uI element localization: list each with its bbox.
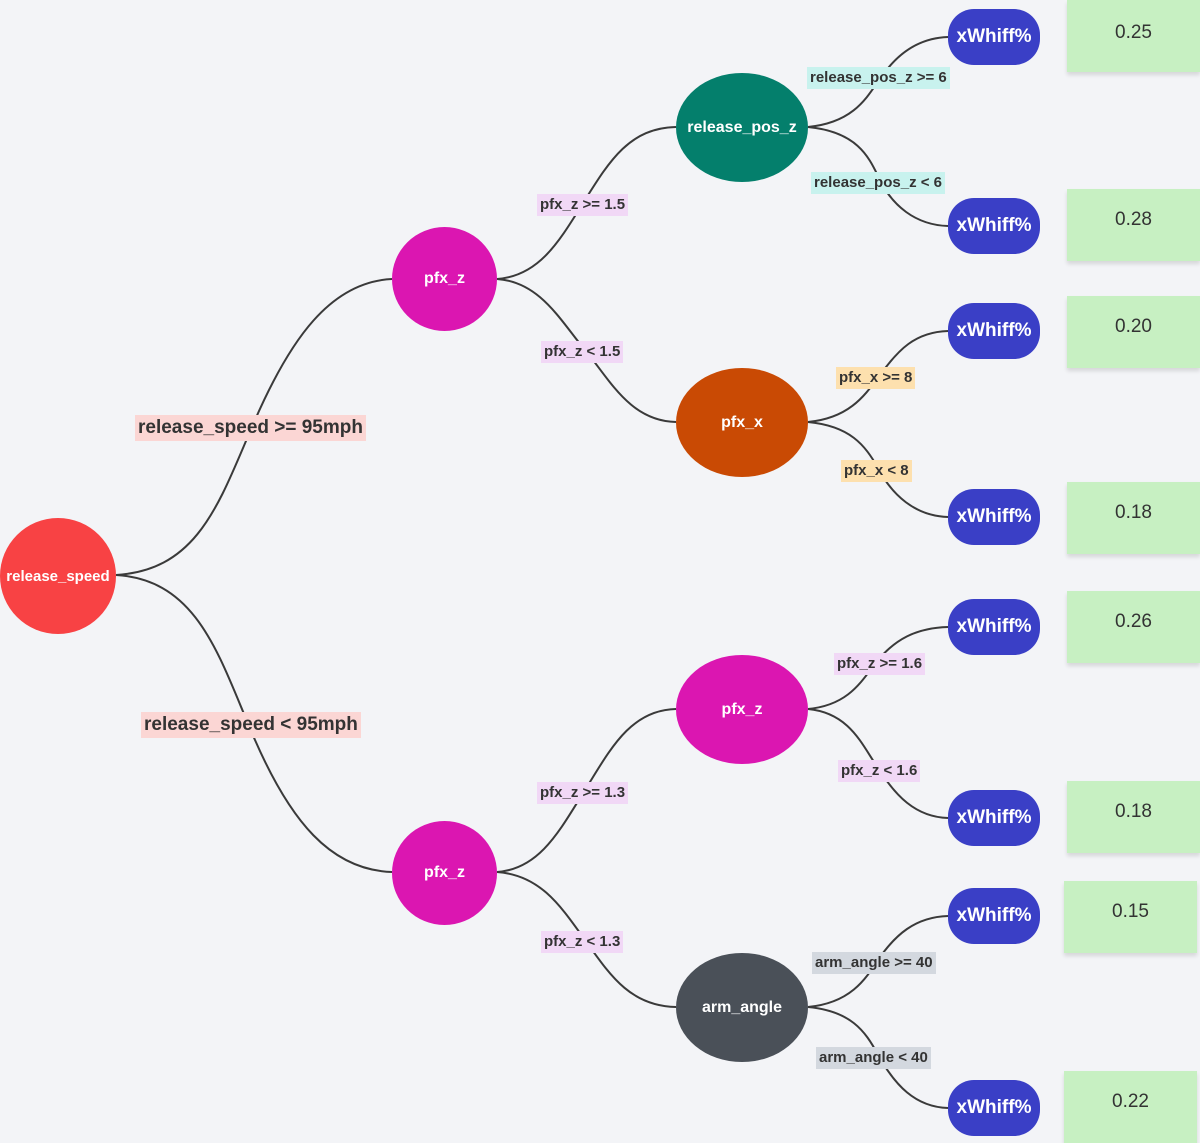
edge-label-pfx-x-lt-8: pfx_x < 8 [841, 460, 912, 482]
node-arm-angle: arm_angle [676, 953, 808, 1062]
leaf-xwhiff-4: xWhiff% [948, 489, 1040, 545]
node-release-pos-z: release_pos_z [676, 73, 808, 182]
leaf-xwhiff-5: xWhiff% [948, 599, 1040, 655]
edge-label-pfx-z-lt-1-5: pfx_z < 1.5 [541, 341, 624, 363]
node-pfx-z-lower: pfx_z [392, 821, 497, 925]
value-note-7: 0.15 [1064, 881, 1197, 953]
leaf-xwhiff-6: xWhiff% [948, 790, 1040, 846]
edge-label-arm-angle-ge-40: arm_angle >= 40 [812, 952, 936, 974]
edge-label-speed-ge: release_speed >= 95mph [135, 415, 366, 441]
edge-label-arm-angle-lt-40: arm_angle < 40 [816, 1047, 931, 1069]
node-release-speed: release_speed [0, 518, 116, 634]
node-pfx-z-upper: pfx_z [392, 227, 497, 331]
leaf-xwhiff-2: xWhiff% [948, 198, 1040, 254]
leaf-xwhiff-1: xWhiff% [948, 9, 1040, 65]
edge-label-pfx-z-ge-1-3: pfx_z >= 1.3 [537, 782, 629, 804]
value-note-8: 0.22 [1064, 1071, 1197, 1143]
value-note-2: 0.28 [1067, 189, 1200, 261]
edge-label-release-pos-z-ge-6: release_pos_z >= 6 [807, 67, 950, 89]
edge-label-pfx-z-lt-1-3: pfx_z < 1.3 [541, 931, 624, 953]
edge-label-pfx-z-ge-1-6: pfx_z >= 1.6 [834, 653, 926, 675]
node-pfx-x: pfx_x [676, 368, 808, 477]
node-pfx-z-lower-right: pfx_z [676, 655, 808, 764]
value-note-4: 0.18 [1067, 482, 1200, 554]
value-note-5: 0.26 [1067, 591, 1200, 663]
leaf-xwhiff-7: xWhiff% [948, 888, 1040, 944]
edge-label-speed-lt: release_speed < 95mph [141, 712, 361, 738]
edge-label-pfx-x-ge-8: pfx_x >= 8 [836, 367, 916, 389]
edge-label-pfx-z-lt-1-6: pfx_z < 1.6 [838, 760, 921, 782]
edge-label-pfx-z-ge-1-5: pfx_z >= 1.5 [537, 194, 629, 216]
leaf-xwhiff-3: xWhiff% [948, 303, 1040, 359]
edge-label-release-pos-z-lt-6: release_pos_z < 6 [811, 172, 946, 194]
value-note-1: 0.25 [1067, 0, 1200, 72]
value-note-3: 0.20 [1067, 296, 1200, 368]
leaf-xwhiff-8: xWhiff% [948, 1080, 1040, 1136]
value-note-6: 0.18 [1067, 781, 1200, 853]
